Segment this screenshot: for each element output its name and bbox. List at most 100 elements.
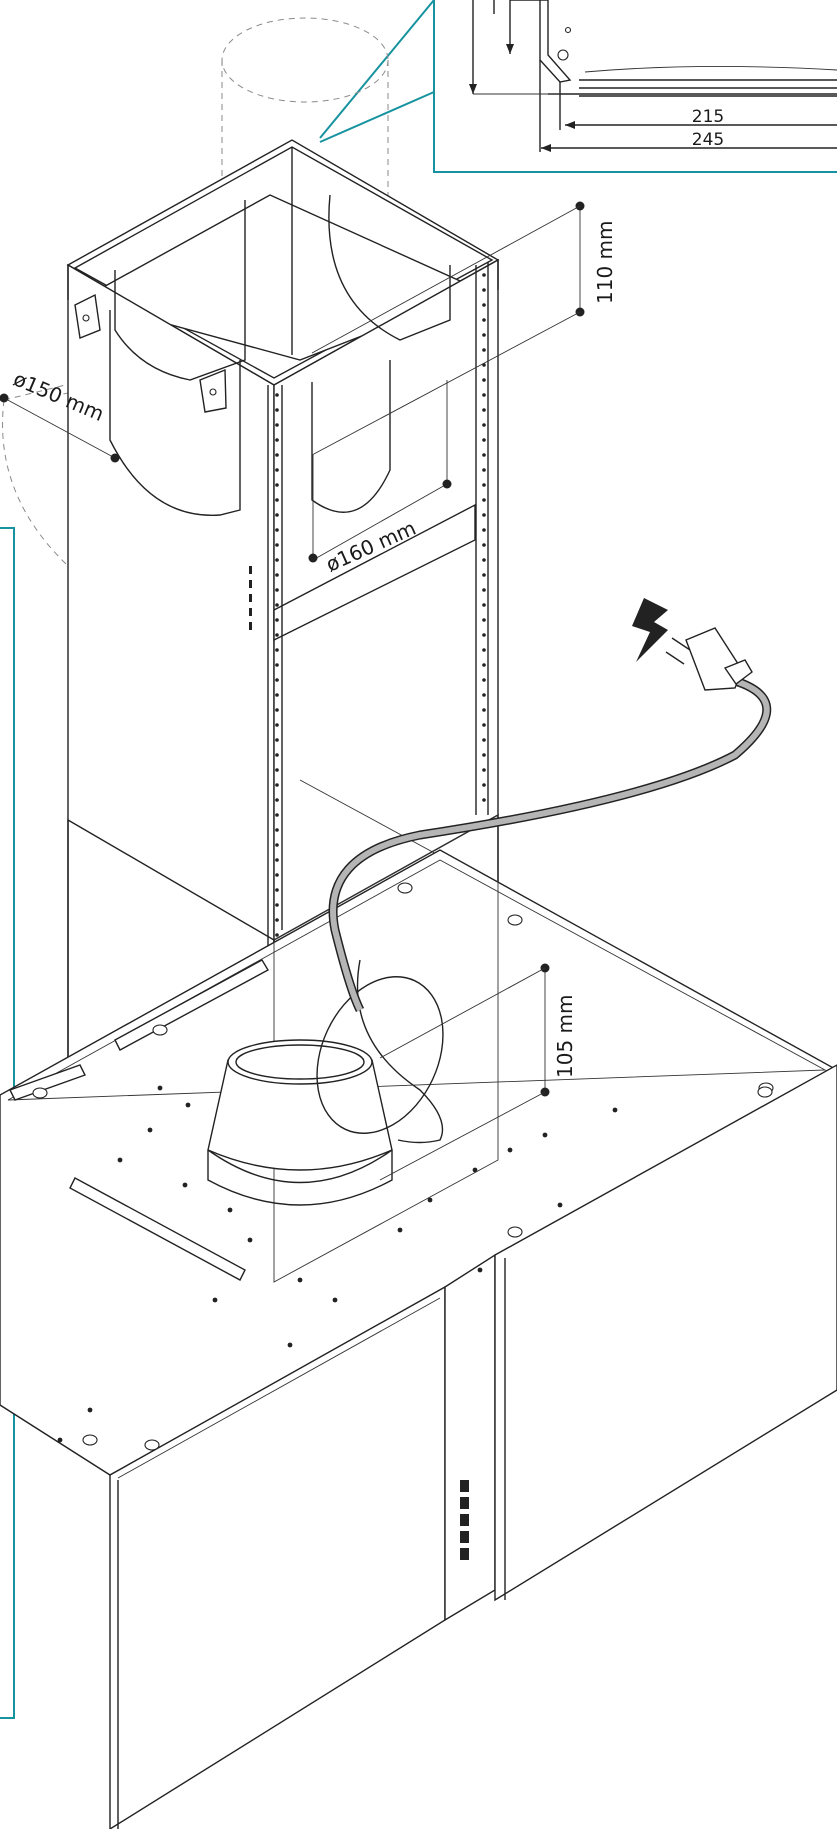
- rail-hole: [482, 558, 486, 562]
- rail-hole: [482, 333, 486, 337]
- rail-hole: [275, 888, 279, 892]
- mounting-ring: [507, 1226, 523, 1238]
- rail-hole: [482, 318, 486, 322]
- rail-hole: [275, 408, 279, 412]
- lightning-bolt-icon: [632, 598, 668, 662]
- rail-hole: [482, 723, 486, 727]
- rail-hole: [482, 693, 486, 697]
- rail-hole: [275, 738, 279, 742]
- hood-hole: [117, 1157, 123, 1163]
- rail-hole: [482, 588, 486, 592]
- rail-hole: [275, 828, 279, 832]
- mounting-ring: [32, 1087, 48, 1099]
- rail-hole: [482, 738, 486, 742]
- rail-hole: [275, 873, 279, 877]
- rail-hole: [275, 813, 279, 817]
- hood-hole: [612, 1107, 618, 1113]
- rail-hole: [275, 798, 279, 802]
- rail-hole: [275, 618, 279, 622]
- rail-hole: [275, 753, 279, 757]
- mounting-ring: [144, 1439, 160, 1451]
- rail-hole: [275, 723, 279, 727]
- mounting-ring: [757, 1086, 773, 1098]
- rail-hole: [482, 303, 486, 307]
- rail-hole: [482, 468, 486, 472]
- rail-hole: [482, 783, 486, 787]
- rail-hole: [275, 693, 279, 697]
- rail-hole: [482, 483, 486, 487]
- control-buttons: [460, 1480, 469, 1560]
- hood-hole: [227, 1207, 233, 1213]
- rail-hole: [482, 543, 486, 547]
- mounting-ring: [507, 914, 523, 926]
- hood-hole: [472, 1167, 478, 1173]
- rail-hole: [482, 648, 486, 652]
- hood-hole: [87, 1407, 93, 1413]
- hood-hole: [477, 1267, 483, 1273]
- rail-hole: [275, 843, 279, 847]
- rail-hole: [482, 288, 486, 292]
- rail-hole: [482, 633, 486, 637]
- hood-hole: [507, 1147, 513, 1153]
- rail-hole: [482, 423, 486, 427]
- rail-hole: [482, 663, 486, 667]
- rail-hole: [275, 858, 279, 862]
- rail-hole: [275, 768, 279, 772]
- detail-callout-frame: [319, 0, 837, 173]
- hood-hole: [157, 1085, 163, 1091]
- rail-hole: [275, 453, 279, 457]
- mounting-ring: [82, 1434, 98, 1446]
- hood-hole: [427, 1197, 433, 1203]
- rail-hole: [275, 438, 279, 442]
- hood-holes: [32, 882, 774, 1451]
- rail-hole: [482, 393, 486, 397]
- rail-hole: [275, 483, 279, 487]
- rail-hole: [275, 543, 279, 547]
- hood-hole: [57, 1437, 63, 1443]
- rail-hole: [275, 528, 279, 532]
- rail-hole: [482, 618, 486, 622]
- rail-hole: [482, 498, 486, 502]
- rail-hole: [275, 933, 279, 937]
- rail-hole: [275, 663, 279, 667]
- hood-hole: [247, 1237, 253, 1243]
- hood-hole: [287, 1342, 293, 1348]
- hood-hole: [147, 1127, 153, 1133]
- rail-hole: [275, 393, 279, 397]
- hood-hole: [332, 1297, 338, 1303]
- rail-hole: [275, 588, 279, 592]
- rail-hole: [275, 678, 279, 682]
- hood-hole: [212, 1297, 218, 1303]
- power-cable: [328, 675, 772, 1013]
- rail-hole: [482, 678, 486, 682]
- hood-hole: [542, 1132, 548, 1138]
- rail-hole: [275, 513, 279, 517]
- rail-hole: [482, 348, 486, 352]
- rail-hole: [275, 423, 279, 427]
- rail-hole: [275, 558, 279, 562]
- rail-hole: [482, 438, 486, 442]
- rail-hole: [275, 783, 279, 787]
- hood-hole: [182, 1182, 188, 1188]
- rail-hole: [275, 468, 279, 472]
- power-plug-icon: [665, 627, 753, 691]
- rail-hole: [275, 648, 279, 652]
- hood-hole: [557, 1202, 563, 1208]
- rail-hole: [275, 903, 279, 907]
- rail-hole: [482, 408, 486, 412]
- rail-hole: [275, 603, 279, 607]
- height-105-label: 105 mm: [553, 995, 577, 1079]
- mounting-ring: [152, 1024, 168, 1036]
- rail-hole: [482, 768, 486, 772]
- rail-hole: [275, 633, 279, 637]
- rail-hole: [482, 273, 486, 277]
- rail-hole: [482, 708, 486, 712]
- width-245-label: 245: [692, 130, 724, 150]
- hood-hole: [297, 1277, 303, 1283]
- rail-hole: [482, 798, 486, 802]
- rail-hole: [275, 918, 279, 922]
- rail-hole: [482, 453, 486, 457]
- detail-inset: 215 245: [319, 0, 837, 173]
